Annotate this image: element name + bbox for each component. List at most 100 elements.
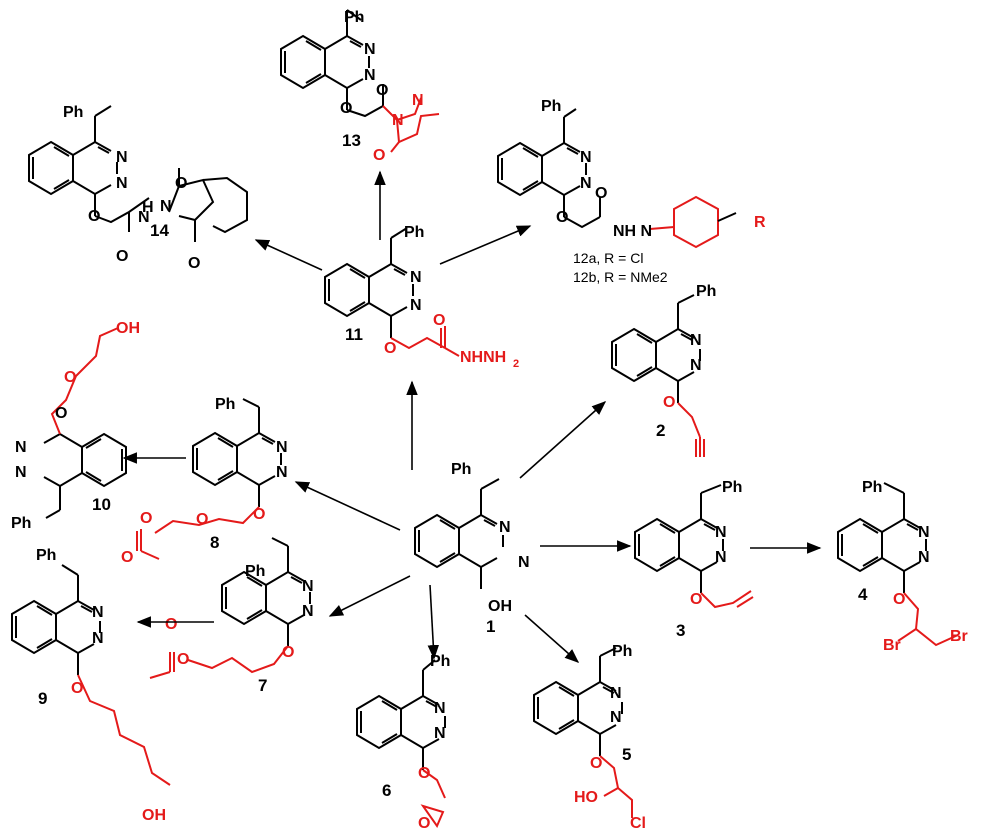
n-14c: N [138,209,150,226]
compound-10 [43,327,127,519]
br-4b: Br [950,628,968,645]
n-13a: N [364,41,376,58]
note-12a: 12a, R = Cl [573,250,643,266]
ho-5: HO [574,789,598,806]
n-11b: N [410,297,422,314]
oh-10: OH [116,320,140,337]
n-1b: N [518,554,530,571]
n-6a: N [434,700,446,717]
ph-7: Ph [245,563,265,580]
compound-4 [837,482,959,647]
o-6b: O [418,815,430,832]
ph-8: Ph [215,396,235,413]
n-2a: N [690,332,702,349]
ph-12: Ph [541,98,561,115]
n-4a: N [918,524,930,541]
ph-14: Ph [63,104,83,121]
ph-5: Ph [612,643,632,660]
label-4: 4 [858,585,868,604]
nhn-12: NH N [613,223,652,240]
compound-8 [136,398,282,560]
o-13c: O [373,147,385,164]
arrow-1-to-8 [294,481,401,531]
compound-13 [280,9,440,153]
n-5a: N [610,685,622,702]
n-3a: N [715,524,727,541]
n-7a: N [302,578,314,595]
n-4b: N [918,549,930,566]
cl-5: Cl [630,815,646,832]
n-13b: N [364,67,376,84]
n-2b: N [690,357,702,374]
compound-14 [28,105,248,242]
compound-11 [324,227,460,357]
label-7: 7 [258,676,267,695]
label-13: 13 [342,131,361,150]
arrow-1-to-2 [519,401,607,479]
compound-5 [533,647,633,818]
ph-3: Ph [722,479,742,496]
oh-1: OH [488,598,512,615]
n-5b: N [610,709,622,726]
n-1a: N [499,519,511,536]
label-2: 2 [656,421,665,440]
label-1: 1 [486,617,495,636]
n-14a: N [116,149,128,166]
label-14: 14 [150,221,169,240]
n-10b: N [15,464,27,481]
n-8a: N [276,439,288,456]
ph-9: Ph [36,547,56,564]
o-8d: O [121,549,133,566]
label-8: 8 [210,533,219,552]
o-9: O [71,680,83,697]
o-14b: O [175,175,187,192]
compound-2 [611,294,705,457]
n-10a: N [15,439,27,456]
arrow-11-to-12 [439,225,532,265]
ph-1: Ph [451,461,471,478]
o-12: O [556,209,568,226]
o-5: O [590,755,602,772]
n-7b: N [302,603,314,620]
compound-1 [414,478,504,590]
o-12b: O [595,185,607,202]
n-14d: N [160,198,172,215]
o-6: O [418,765,430,782]
label-3: 3 [676,621,685,640]
compound-6 [356,659,446,829]
n-6b: N [434,725,446,742]
o-13: O [340,100,352,117]
n-11a: N [410,269,422,286]
o-8c: O [140,510,152,527]
label-10: 10 [92,495,111,514]
label-11: 11 [345,325,363,344]
o-11: O [384,340,396,357]
o-14d: O [188,255,200,272]
ph-11: Ph [404,224,424,241]
o-10b: O [64,369,76,386]
compound-9 [11,564,171,786]
arrow-1-to-5 [524,614,580,663]
n-3b: N [715,549,727,566]
label-6: 6 [382,781,391,800]
ph-10: Ph [11,515,31,532]
label-9: 9 [38,689,47,708]
o-11b: O [433,312,445,329]
arrow-1-to-6 [427,584,440,660]
nhnh2-sub: 2 [513,358,519,370]
o-4: O [893,591,905,608]
n-9b: N [92,630,104,647]
arrow-11-to-14 [254,239,323,271]
n-12a: N [580,149,592,166]
n-13c: N [392,112,404,129]
o-14c: O [116,248,128,265]
n-8b: N [276,464,288,481]
nhnh2-11: NHNH [460,349,506,366]
note-12b: 12b, R = NMe2 [573,269,668,285]
n-13d: N [412,92,424,109]
o-2: O [663,394,675,411]
ph-2: Ph [696,283,716,300]
nh-14: H [142,199,154,216]
